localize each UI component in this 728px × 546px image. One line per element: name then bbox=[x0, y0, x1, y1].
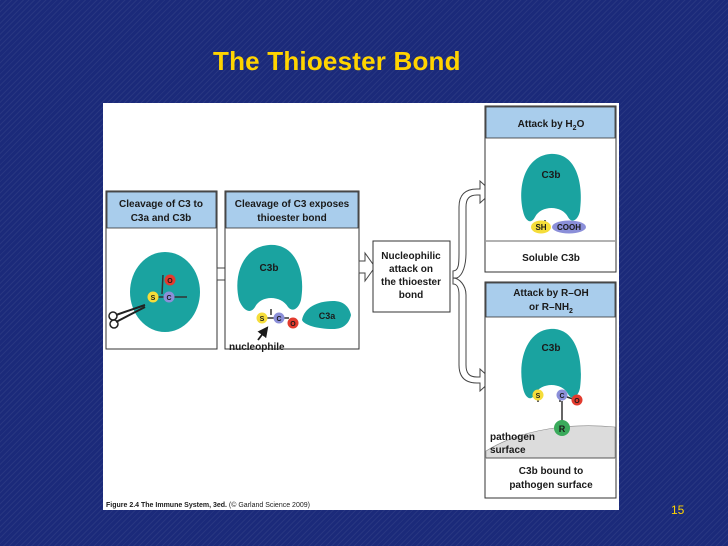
panel4-c3b-label: C3b bbox=[542, 343, 561, 354]
complement-c3-figure: Cleavage of C3 to C3a and C3b O S C Clea… bbox=[103, 103, 619, 510]
middle-line2: attack on bbox=[389, 264, 433, 275]
panel3-footer: Soluble C3b bbox=[522, 253, 580, 264]
panel1-s-label: S bbox=[151, 295, 156, 302]
c3b-protein-panel3 bbox=[521, 153, 581, 222]
middle-line1: Nucleophilic bbox=[381, 251, 441, 262]
panel3-c3b-label: C3b bbox=[542, 170, 561, 181]
panel4-surface-line2: surface bbox=[490, 445, 526, 456]
c3a-fragment bbox=[302, 301, 351, 329]
panel4-s-label: S bbox=[536, 393, 541, 400]
panel2-o-label: O bbox=[290, 321, 296, 328]
panel2-s-label: S bbox=[260, 316, 265, 323]
middle-box bbox=[372, 240, 451, 313]
c3b-protein-panel2 bbox=[237, 244, 303, 311]
panel1-header-line2: C3a and C3b bbox=[131, 213, 192, 224]
panel4-footer-line1: C3b bound to bbox=[519, 466, 583, 477]
page-number: 15 bbox=[671, 503, 685, 517]
panel2-c3b-label: C3b bbox=[260, 263, 279, 274]
panel4-header-line1: Attack by R–OH bbox=[513, 288, 589, 299]
panel4-c-label: C bbox=[559, 393, 564, 400]
slide-title: The Thioester Bond bbox=[213, 46, 461, 76]
panel3-cooh-label: COOH bbox=[557, 223, 581, 232]
carbon-atom bbox=[163, 291, 175, 303]
panel4-box bbox=[484, 281, 617, 499]
middle-line3: the thioester bbox=[381, 277, 441, 288]
arrow-panel2-to-middle bbox=[358, 251, 376, 283]
panel2-oxygen-atom bbox=[287, 317, 299, 329]
panel2-carbon-atom bbox=[273, 312, 285, 324]
scissors-icon bbox=[108, 304, 146, 329]
panel1-header bbox=[106, 191, 217, 229]
panel4-footer-line2: pathogen surface bbox=[509, 480, 593, 491]
panel4-sulfur-atom bbox=[532, 389, 544, 401]
oxygen-atom bbox=[164, 274, 176, 286]
panel2-header-line1: Cleavage of C3 exposes bbox=[235, 199, 350, 210]
panel4-surface-line1: pathogen bbox=[490, 432, 535, 443]
panel4-header-line2: or R–NH2 bbox=[529, 302, 573, 315]
panel3-sh-label: SH bbox=[535, 223, 546, 232]
panel1-header-line1: Cleavage of C3 to bbox=[119, 199, 203, 210]
r-group bbox=[554, 420, 570, 436]
nucleophile-arrow-icon bbox=[257, 326, 269, 341]
cooh-group bbox=[552, 220, 586, 234]
panel1-c-label: C bbox=[166, 295, 171, 302]
panel2-nucleophile-label: nucleophile bbox=[229, 342, 285, 353]
panel4-oxygen-atom bbox=[571, 394, 583, 406]
sh-group bbox=[531, 220, 551, 234]
panel4-carbon-atom bbox=[556, 389, 568, 401]
panel1-bond-line bbox=[161, 274, 164, 295]
sulfur-atom bbox=[147, 291, 159, 303]
panel3-header: Attack by H2O bbox=[518, 119, 585, 132]
figure-caption: Figure 2.4 The Immune System, 3ed. (© Ga… bbox=[106, 501, 310, 509]
panel3-header bbox=[485, 106, 616, 139]
panel1-o-label: O bbox=[167, 278, 173, 285]
panel2-sulfur-atom bbox=[256, 312, 268, 324]
panel2-header-line2: thioester bond bbox=[257, 213, 326, 224]
c3b-protein-panel4 bbox=[521, 328, 581, 399]
figure-svg: Cleavage of C3 to C3a and C3b O S C Clea… bbox=[105, 105, 617, 509]
panel4-r-label: R bbox=[559, 424, 566, 434]
panel2-header bbox=[225, 191, 359, 229]
panel4-header bbox=[485, 282, 616, 318]
c3-protein bbox=[130, 252, 200, 332]
panel2-c-label: C bbox=[276, 316, 281, 323]
middle-line4: bond bbox=[399, 290, 423, 301]
panel2-c3a-label: C3a bbox=[319, 311, 337, 321]
panel4-o-label: O bbox=[574, 398, 580, 405]
